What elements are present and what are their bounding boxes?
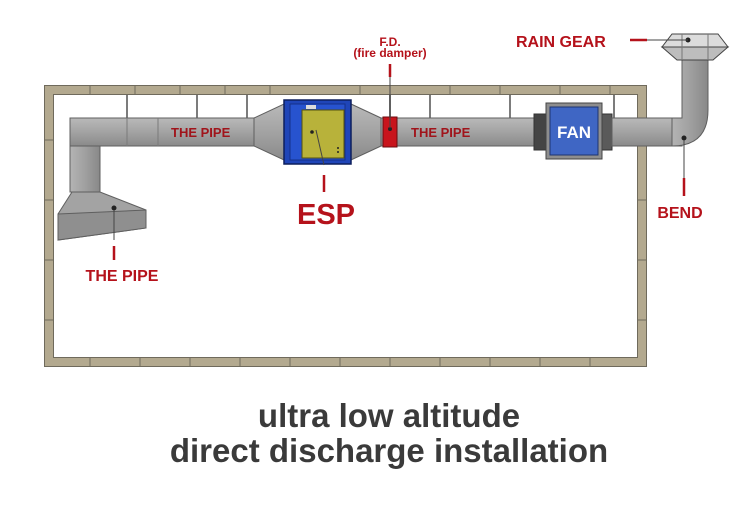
title-line-2: direct discharge installation xyxy=(170,432,608,469)
title-line-1: ultra low altitude xyxy=(258,397,520,434)
label-esp: ESP xyxy=(297,199,355,231)
leader-lines xyxy=(112,38,688,260)
label-fan: FAN xyxy=(557,123,591,142)
label-pipe-hood: THE PIPE xyxy=(86,268,159,285)
fire-damper xyxy=(382,116,398,148)
label-fire-damper: (fire damper) xyxy=(353,46,426,60)
label-bend: BEND xyxy=(657,205,702,222)
fan-unit xyxy=(545,102,603,160)
label-pipe-top-left: THE PIPE xyxy=(171,125,231,140)
label-rain-gear: RAIN GEAR xyxy=(516,34,606,51)
label-fd: F.D. xyxy=(379,35,400,49)
rain-gear-cap xyxy=(660,33,730,61)
main-duct xyxy=(69,103,683,161)
building-frame xyxy=(44,85,647,367)
label-pipe-top-right: THE PIPE xyxy=(411,125,471,140)
esp-unit xyxy=(283,99,352,165)
bend-riser xyxy=(671,59,709,147)
